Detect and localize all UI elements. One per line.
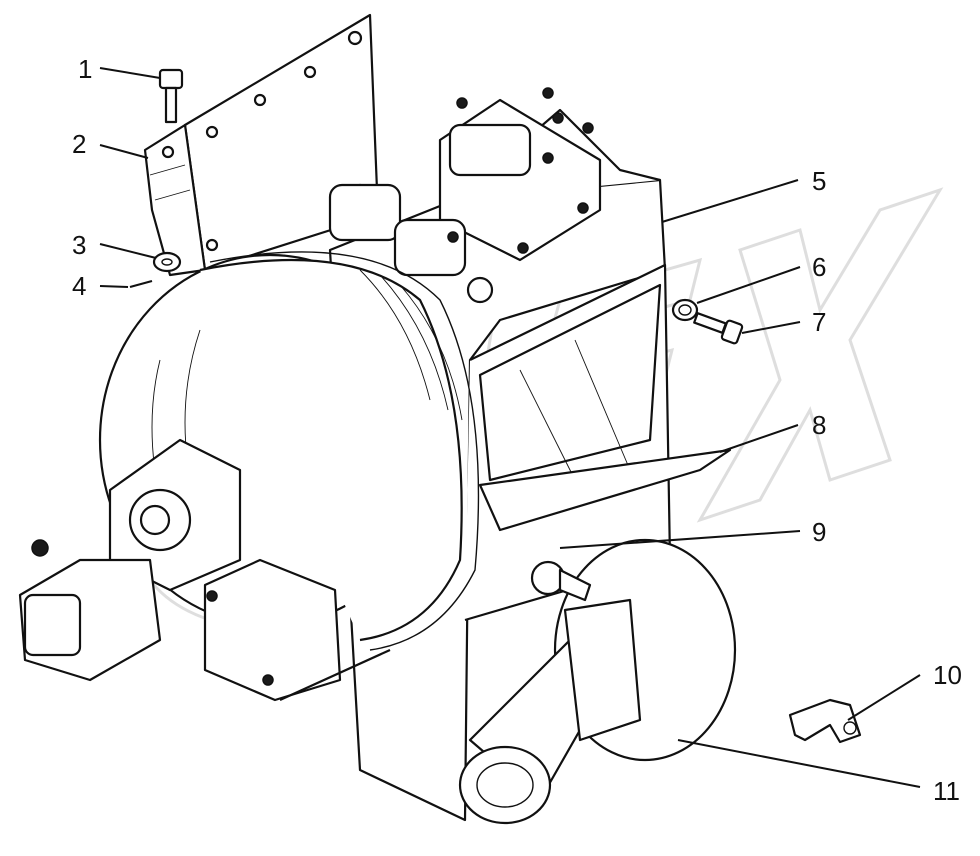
leader-line-7: [741, 321, 801, 334]
callout-3: 3: [72, 230, 86, 260]
leader-line-2: [99, 144, 149, 159]
pin-4: [129, 279, 153, 289]
junction-box: [203, 558, 391, 702]
callout-6: 6: [812, 252, 826, 282]
leader-line-4: [99, 285, 129, 288]
callout-9: 9: [812, 517, 826, 547]
leader-line-9: [559, 530, 801, 549]
leader-line-1: [99, 67, 161, 79]
callout-7: 7: [812, 307, 826, 337]
callout-5: 5: [812, 166, 826, 196]
callout-2: 2: [72, 129, 86, 159]
pump-motor: [18, 438, 242, 682]
clamp-10: [788, 698, 862, 744]
coupling: [530, 560, 592, 602]
leader-line-11: [677, 739, 921, 788]
leader-line-6: [696, 266, 801, 304]
bolt-1: [158, 68, 184, 124]
callout-11: 11: [933, 776, 960, 806]
callout-10: 10: [933, 660, 962, 690]
callout-8: 8: [812, 410, 826, 440]
leader-line-3: [99, 243, 157, 259]
leader-line-5: [661, 179, 799, 223]
callout-labels: 1 2 3 4 5 6 7 8 9 10 11: [72, 54, 962, 806]
leader-lines: [99, 67, 921, 788]
callout-1: 1: [78, 54, 92, 84]
bolt-7: [693, 312, 744, 345]
outlet-elbow: [458, 538, 737, 825]
callout-4: 4: [72, 271, 86, 301]
washer-6: [671, 298, 699, 322]
leader-line-8: [719, 424, 799, 453]
valve-block: [328, 87, 602, 304]
leader-line-10: [847, 674, 921, 721]
nut-3: [152, 251, 182, 273]
